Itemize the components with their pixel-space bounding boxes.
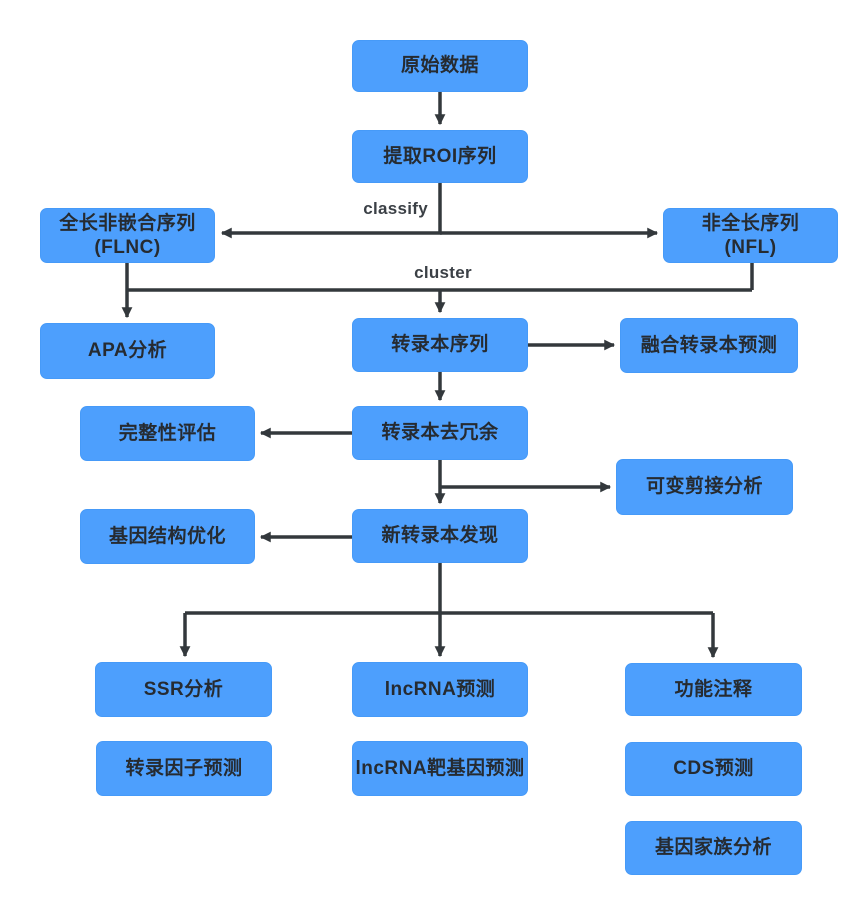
- node-apa: APA分析: [40, 323, 215, 379]
- node-nfl: 非全长序列 (NFL): [663, 208, 838, 263]
- node-label: lncRNA预测: [384, 678, 496, 700]
- node-label: CDS预测: [673, 758, 754, 779]
- node-extract-roi: 提取ROI序列: [352, 130, 528, 183]
- node-label: lncRNA靶基因预测: [355, 757, 525, 779]
- node-label: 全长非嵌合序列: [59, 212, 196, 234]
- node-dedup: 转录本去冗余: [352, 406, 528, 460]
- node-label: 转录因子预测: [125, 757, 243, 779]
- node-label: 基因结构优化: [108, 525, 226, 547]
- edge-label-classify: classify: [363, 199, 428, 218]
- node-alt-splicing: 可变剪接分析: [616, 459, 793, 515]
- node-sublabel: (FLNC): [94, 236, 161, 258]
- node-label: 转录本序列: [391, 334, 489, 355]
- node-lncrna-prediction: lncRNA预测: [352, 662, 528, 717]
- node-sublabel: (NFL): [724, 236, 777, 258]
- node-label: 完整性评估: [118, 422, 217, 444]
- node-lncrna-target-prediction: lncRNA靶基因预测: [352, 741, 528, 796]
- node-label: APA分析: [87, 340, 168, 361]
- node-integrity-assessment: 完整性评估: [80, 406, 255, 461]
- node-novel-transcript: 新转录本发现: [352, 509, 528, 563]
- node-label: 可变剪接分析: [645, 476, 763, 497]
- edge-label-cluster: cluster: [414, 263, 472, 282]
- node-function-annotation: 功能注释: [625, 663, 802, 716]
- node-fusion-prediction: 融合转录本预测: [620, 318, 798, 373]
- node-label: 转录本去冗余: [381, 422, 499, 443]
- node-label: 提取ROI序列: [383, 145, 497, 167]
- node-transcript-seq: 转录本序列: [352, 318, 528, 372]
- node-label: 新转录本发现: [381, 525, 499, 546]
- node-label: 融合转录本预测: [640, 334, 778, 356]
- node-label: 非全长序列: [701, 212, 800, 234]
- node-flnc: 全长非嵌合序列 (FLNC): [40, 208, 215, 263]
- node-tf-prediction: 转录因子预测: [96, 741, 272, 796]
- node-cds-prediction: CDS预测: [625, 742, 802, 796]
- node-raw-data: 原始数据: [352, 40, 528, 92]
- node-label: 基因家族分析: [654, 837, 772, 858]
- node-label: 功能注释: [674, 678, 753, 700]
- node-gene-family-analysis: 基因家族分析: [625, 821, 802, 875]
- node-gene-structure: 基因结构优化: [80, 509, 255, 564]
- node-ssr-analysis: SSR分析: [95, 662, 272, 717]
- node-label: 原始数据: [400, 55, 479, 76]
- node-label: SSR分析: [143, 678, 224, 700]
